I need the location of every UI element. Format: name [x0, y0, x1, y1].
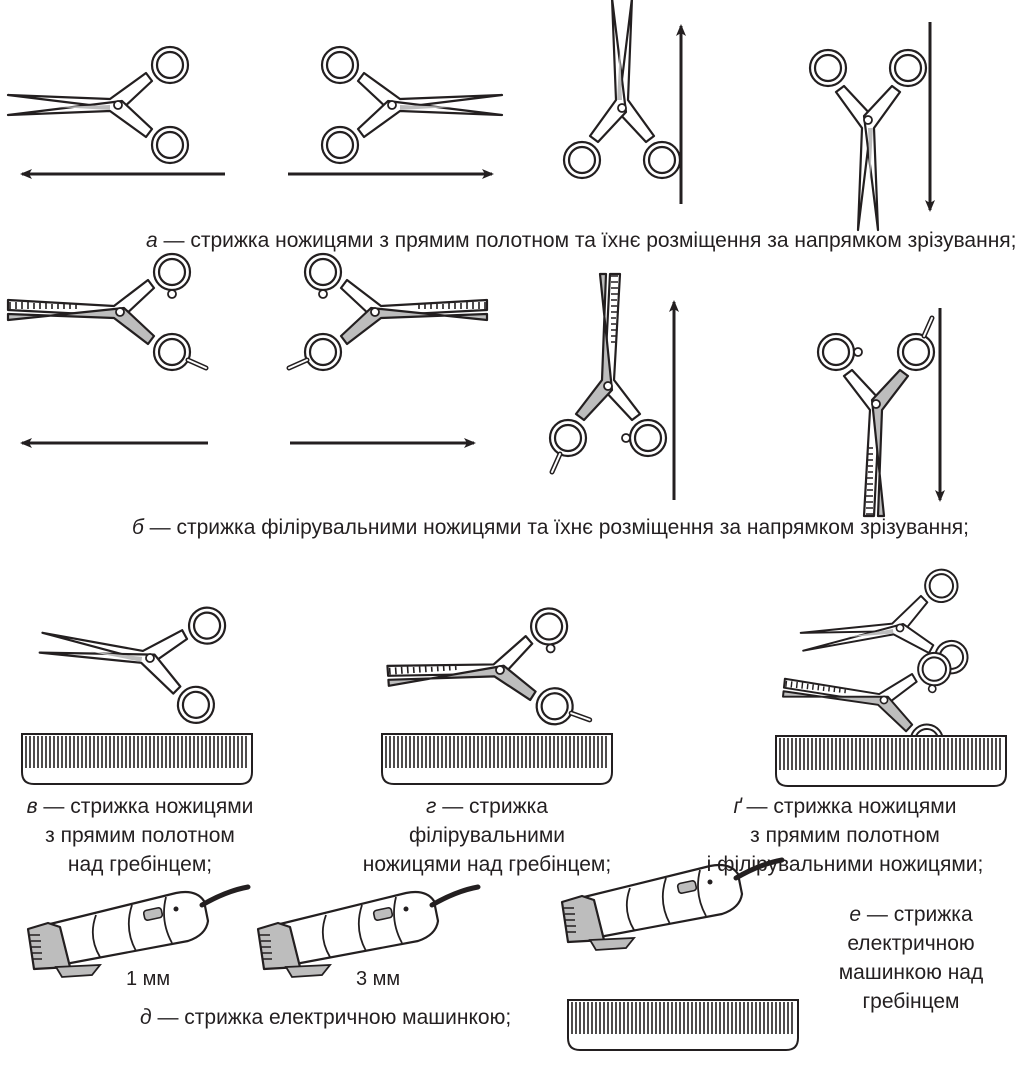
caption-h: г — стрижка філірувальними ножицями над … [339, 792, 635, 879]
thinning-scissors-icon [289, 254, 487, 370]
straight-scissors-icon [810, 50, 926, 230]
clipper-label-3mm: 3 мм [356, 968, 400, 991]
comb-icon [22, 734, 252, 784]
caption-a: а — стрижка ножицями з прямим полотном т… [146, 226, 1017, 255]
thinning-scissors-icon [8, 254, 206, 370]
caption-e: е — стрижка електричною машинкою над гре… [800, 900, 1022, 1016]
straight-scissors-icon [33, 585, 227, 725]
electric-clipper-icon [28, 887, 248, 977]
straight-scissors-icon [564, 0, 680, 178]
clipper-label-1mm: 1 мм [126, 968, 170, 991]
caption-v: в — стрижка ножицями з прямим полотном н… [14, 792, 266, 879]
comb-icon [776, 736, 1006, 786]
thinning-scissors-icon [818, 318, 934, 516]
caption-b: б — стрижка філірувальними ножицями та ї… [132, 513, 969, 542]
caption-d: д — стрижка електричною машинкою; [140, 1003, 511, 1032]
thinning-scissors-icon [384, 606, 590, 736]
electric-clipper-icon [258, 887, 478, 977]
thinning-scissors-icon [550, 274, 666, 472]
comb-icon [382, 734, 612, 784]
comb-icon [568, 1000, 798, 1050]
straight-scissors-icon [8, 47, 188, 163]
caption-g: ґ — стрижка ножицями з прямим полотном і… [672, 792, 1018, 879]
straight-scissors-icon [322, 47, 502, 163]
